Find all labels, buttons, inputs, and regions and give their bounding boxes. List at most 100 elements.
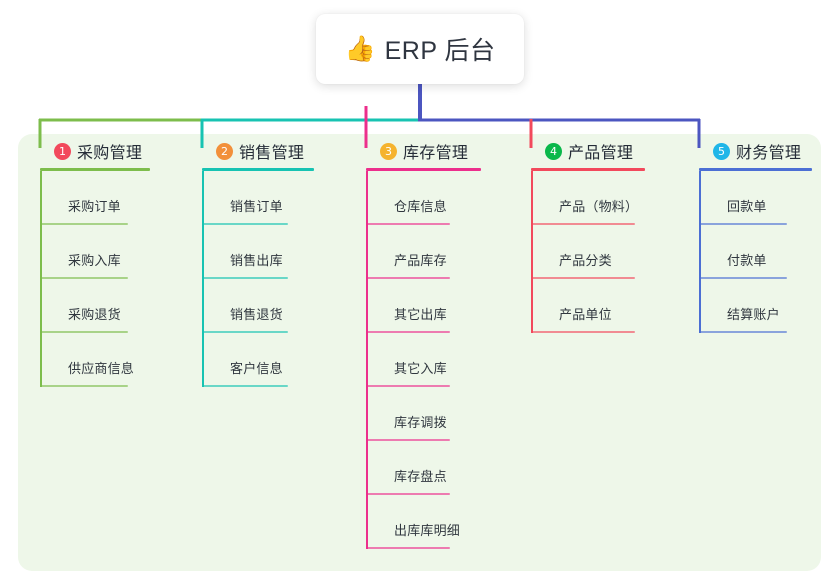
branch-title: 产品管理: [568, 145, 634, 162]
root-node-label: ERP 后台: [384, 37, 496, 65]
branch-item-label: 销售退货: [230, 307, 283, 322]
branch-number-badge: 5: [713, 142, 730, 160]
branch-item[interactable]: 回款单: [699, 171, 812, 225]
branch-item[interactable]: 产品（物料）: [531, 171, 645, 225]
branch-item[interactable]: 结算账户: [699, 279, 812, 333]
branch-item-rule: [531, 331, 635, 333]
branch-column-2: 2 销售管理销售订单销售出库销售退货客户信息: [198, 134, 314, 387]
branch-item[interactable]: 其它入库: [366, 333, 481, 387]
branch-item-rule: [699, 223, 787, 225]
branch-item-list: 销售订单销售出库销售退货客户信息: [202, 171, 314, 387]
branch-item-rule: [40, 277, 128, 279]
branch-header-rule: [699, 168, 812, 171]
branch-header-1[interactable]: 1 采购管理: [36, 134, 150, 168]
branch-item-label: 付款单: [727, 253, 767, 268]
branch-item-rule: [366, 385, 450, 387]
branch-item[interactable]: 其它出库: [366, 279, 481, 333]
branch-item[interactable]: 产品分类: [531, 225, 645, 279]
branch-item-rule: [699, 331, 787, 333]
branch-item[interactable]: 采购退货: [40, 279, 150, 333]
branch-column-4: 4 产品管理产品（物料） 产品分类产品单位: [527, 134, 645, 333]
branch-header-2[interactable]: 2 销售管理: [198, 134, 314, 168]
branch-title: 库存管理: [403, 145, 469, 162]
branch-item-label: 回款单: [727, 199, 767, 214]
branch-item-rule: [202, 277, 288, 279]
branch-column-5: 5 财务管理回款单付款单结算账户: [695, 134, 812, 333]
branch-item-label: 仓库信息: [394, 199, 447, 214]
branch-spine: [366, 171, 368, 549]
branch-item-list: 回款单付款单结算账户: [699, 171, 812, 333]
branch-number-badge: 2: [216, 142, 233, 160]
branch-item-rule: [366, 223, 450, 225]
branch-number-badge: 1: [54, 142, 71, 160]
branch-column-1: 1 采购管理采购订单采购入库采购退货供应商信息: [36, 134, 150, 387]
branch-item-rule: [40, 331, 128, 333]
branch-item-label: 采购入库: [68, 253, 121, 268]
branch-spine: [531, 171, 533, 333]
branch-item-label: 库存调拨: [394, 415, 447, 430]
branch-item-label: 销售出库: [230, 253, 283, 268]
branch-item-label: 采购订单: [68, 199, 121, 214]
branch-item-list: 采购订单采购入库采购退货供应商信息: [40, 171, 150, 387]
branch-item-label: 采购退货: [68, 307, 121, 322]
branch-spine: [202, 171, 204, 387]
branch-item-rule: [531, 223, 635, 225]
branch-header-4[interactable]: 4 产品管理: [527, 134, 645, 168]
branch-number-badge: 4: [545, 142, 562, 160]
branch-item[interactable]: 销售订单: [202, 171, 314, 225]
branch-item[interactable]: 库存调拨: [366, 387, 481, 441]
branch-item-label: 库存盘点: [394, 469, 447, 484]
branch-item-label: 销售订单: [230, 199, 283, 214]
branch-item[interactable]: 付款单: [699, 225, 812, 279]
branch-column-3: 3 库存管理仓库信息产品库存其它出库其它入库库存调拨库存盘点出库库明细: [362, 134, 481, 549]
branch-item[interactable]: 供应商信息: [40, 333, 150, 387]
branch-item-rule: [40, 385, 128, 387]
branch-header-rule: [40, 168, 150, 171]
branch-item-label: 产品（物料）: [559, 199, 639, 214]
branch-header-rule: [531, 168, 645, 171]
branch-item-rule: [699, 277, 787, 279]
branch-item[interactable]: 仓库信息: [366, 171, 481, 225]
branch-item-label: 客户信息: [230, 361, 283, 376]
branch-item[interactable]: 采购订单: [40, 171, 150, 225]
branch-columns: 1 采购管理采购订单采购入库采购退货供应商信息 2 销售管理销售订单销售出库销售退货客…: [0, 134, 839, 571]
branch-item-list: 仓库信息产品库存其它出库其它入库库存调拨库存盘点出库库明细: [366, 171, 481, 549]
branch-item[interactable]: 采购入库: [40, 225, 150, 279]
branch-title: 销售管理: [239, 145, 305, 162]
branch-item-label: 出库库明细: [394, 523, 461, 538]
branch-item-label: 其它出库: [394, 307, 447, 322]
root-node[interactable]: 👍 ERP 后台: [316, 14, 524, 84]
branch-item-rule: [366, 493, 450, 495]
branch-item-rule: [40, 223, 128, 225]
branch-spine: [699, 171, 701, 333]
branches-background-panel: [18, 134, 821, 571]
branch-item[interactable]: 客户信息: [202, 333, 314, 387]
branch-item[interactable]: 销售出库: [202, 225, 314, 279]
branch-title: 财务管理: [736, 145, 802, 162]
branch-item-label: 结算账户: [727, 307, 780, 322]
branch-item[interactable]: 库存盘点: [366, 441, 481, 495]
branch-item-label: 产品单位: [559, 307, 612, 322]
branch-item-rule: [202, 223, 288, 225]
branch-item-label: 产品分类: [559, 253, 612, 268]
branch-number-badge: 3: [380, 142, 397, 160]
branch-item-label: 产品库存: [394, 253, 447, 268]
branch-item-rule: [202, 331, 288, 333]
branch-header-rule: [202, 168, 314, 171]
thumbs-up-icon: 👍: [344, 34, 376, 63]
branch-item[interactable]: 产品单位: [531, 279, 645, 333]
branch-item-rule: [202, 385, 288, 387]
branch-item-rule: [531, 277, 635, 279]
branch-header-rule: [366, 168, 481, 171]
branch-item[interactable]: 出库库明细: [366, 495, 481, 549]
branch-header-3[interactable]: 3 库存管理: [362, 134, 481, 168]
branch-spine: [40, 171, 42, 387]
branch-item-rule: [366, 547, 450, 549]
branch-item-rule: [366, 277, 450, 279]
branch-item-rule: [366, 331, 450, 333]
branch-item[interactable]: 产品库存: [366, 225, 481, 279]
branch-item[interactable]: 销售退货: [202, 279, 314, 333]
branch-header-5[interactable]: 5 财务管理: [695, 134, 812, 168]
branch-title: 采购管理: [77, 145, 143, 162]
